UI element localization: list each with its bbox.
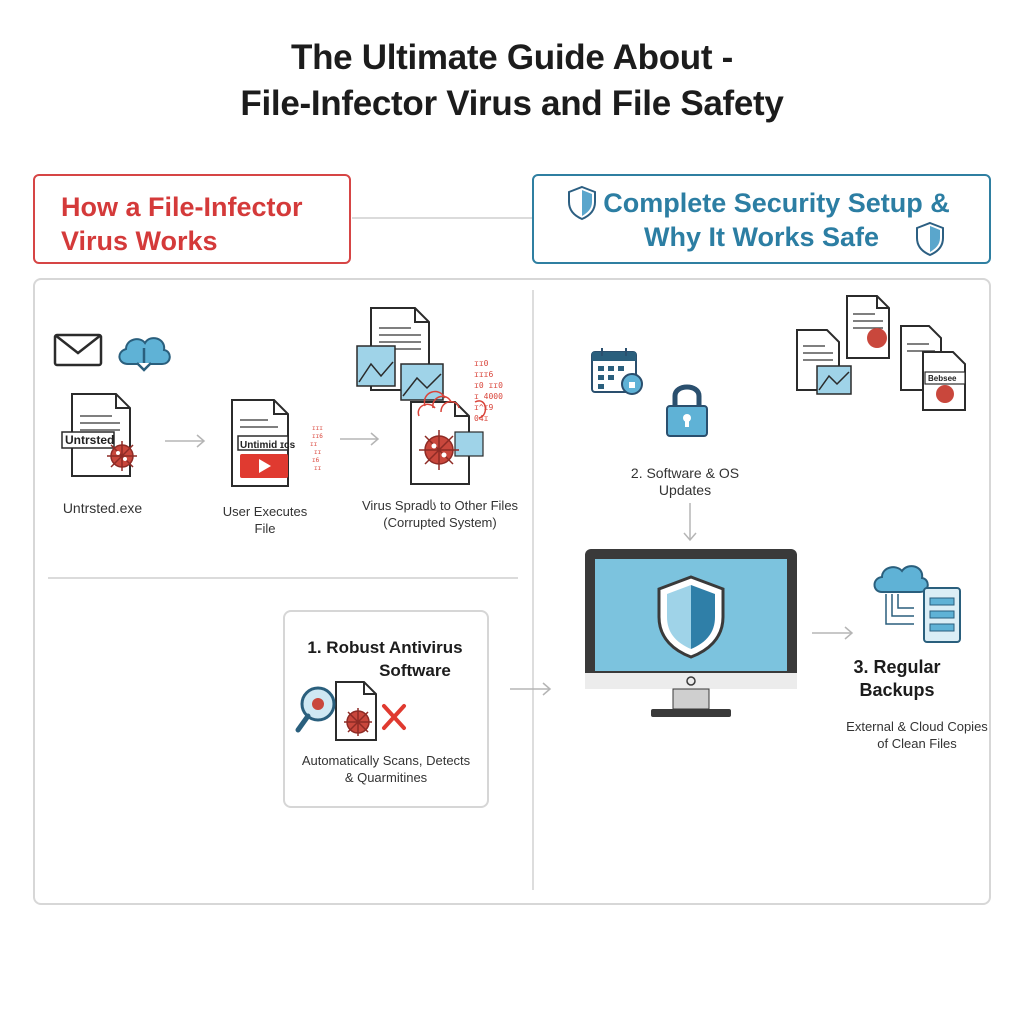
- right-section-header: Complete Security Setup & Why It Works S…: [532, 174, 991, 264]
- shield-icon: [657, 575, 725, 659]
- svg-text:ɪɪ: ɪɪ: [314, 449, 322, 456]
- left-section-header: How a File-Infector Virus Works: [33, 174, 351, 264]
- antivirus-desc: Automatically Scans, Detects & Quarmitin…: [301, 753, 471, 785]
- right-header-line2: Why It Works Safe: [643, 222, 880, 252]
- envelope-icon: [53, 333, 103, 367]
- padlock-icon: [666, 384, 708, 437]
- svg-text:ɪɪɪ: ɪɪɪ: [312, 425, 323, 432]
- monitor-icon: [585, 549, 797, 717]
- virus-code-text: ɪɪ0 ɪɪɪ6 ɪ0 ɪɪ0 ɪ 4000 ɪ^ɪ9 04ɪ: [474, 359, 503, 423]
- cloud-icon: [873, 565, 961, 643]
- shield-icon: [916, 221, 944, 257]
- magnifier-icon: [295, 681, 406, 741]
- svg-text:ɪɪ6: ɪɪ6: [312, 433, 323, 440]
- backup-file-tag: Bebsee: [928, 374, 957, 383]
- svg-text:ɪɪ: ɪɪ: [310, 441, 318, 448]
- backups-desc: External & Cloud Copies of Clean Files: [846, 719, 988, 751]
- virus-icon: [419, 430, 459, 470]
- svg-text:ɪ6: ɪ6: [312, 457, 320, 464]
- antivirus-title: 1. Robust Antivirus Software: [307, 638, 463, 680]
- virus-icon: [107, 441, 137, 471]
- cloud-download-icon: [118, 337, 171, 372]
- spreading-files-icon: [356, 307, 487, 485]
- left-header-line1: How a File-Infector: [61, 192, 303, 222]
- infected-file-icon: [61, 393, 137, 477]
- step2-label: User Executes File: [222, 504, 308, 536]
- updates-title: 2. Software & OS Updates: [630, 465, 740, 498]
- backup-files-icon: [796, 295, 966, 411]
- virus-icon: [344, 708, 372, 736]
- video-file-icon: [231, 399, 289, 487]
- page-title-line2: File-Infector Virus and File Safety: [240, 84, 784, 123]
- svg-text:ɪɪ: ɪɪ: [314, 465, 322, 472]
- main-panel: [33, 278, 991, 905]
- shield-icon: [568, 185, 596, 221]
- step1-file-tag: Untrsted: [65, 433, 115, 447]
- step1-label: Untrsted.exe: [62, 500, 143, 516]
- backups-title: 3. Regular Backups: [853, 657, 941, 700]
- server-icon: [923, 587, 961, 643]
- page-title-line1: The Ultimate Guide About -: [290, 38, 733, 77]
- cross-icon: [382, 704, 406, 730]
- step2-file-tag: Untimid ɪcs: [240, 440, 296, 451]
- right-header-line1: Complete Security Setup &: [603, 188, 950, 218]
- left-header-line2: Virus Works: [61, 226, 218, 256]
- calendar-icon: [591, 348, 643, 395]
- step3-label: Virus Spradს to Other Files (Corrupted S…: [361, 498, 519, 530]
